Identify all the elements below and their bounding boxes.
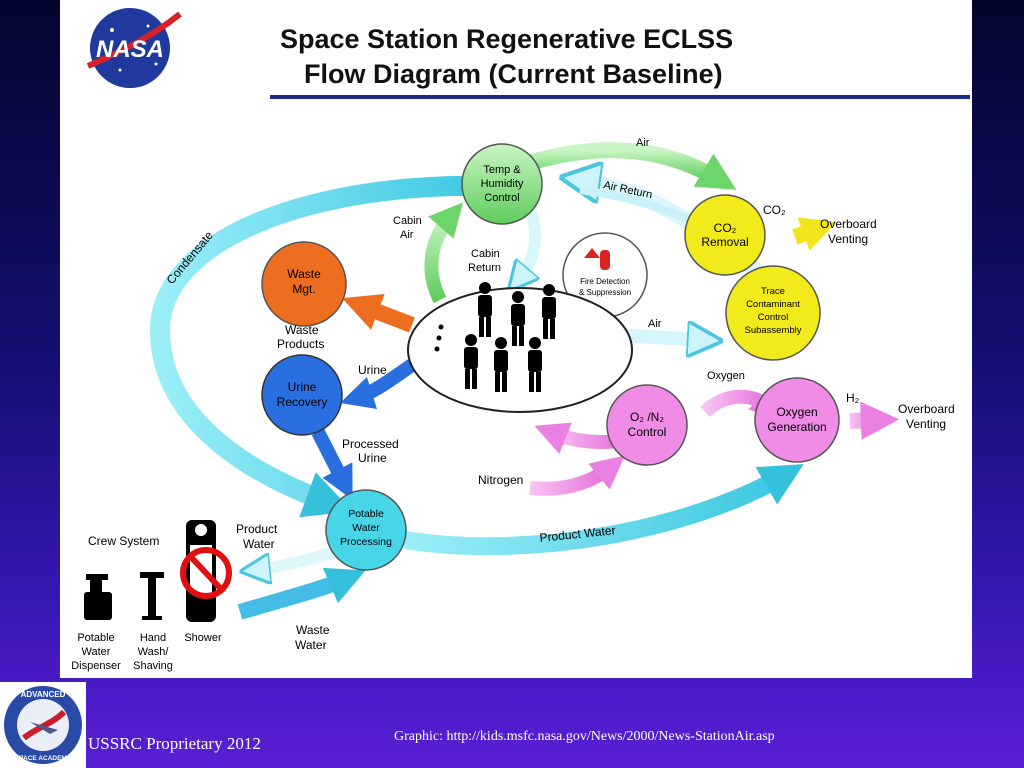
temp-humidity-control-node: Temp & Humidity Control <box>461 143 543 225</box>
label-overboard-venting-1a: Overboard <box>820 217 877 231</box>
label-dispenser-a: Potable <box>77 632 114 644</box>
svg-text:Mgt.: Mgt. <box>292 282 315 296</box>
svg-text:Waste: Waste <box>287 267 321 281</box>
svg-text:Contaminant: Contaminant <box>746 299 800 310</box>
label-processed-urine-b: Urine <box>358 451 387 465</box>
label-dispenser-c: Dispenser <box>71 660 121 672</box>
crew-cabin <box>407 282 633 413</box>
svg-text:Generation: Generation <box>767 420 826 434</box>
label-air-mid: Air <box>648 318 662 330</box>
svg-text:Fire Detection: Fire Detection <box>580 277 630 286</box>
label-waste-water-a: Waste <box>296 623 330 637</box>
svg-text:CO₂: CO₂ <box>714 221 737 235</box>
crew-figure <box>528 337 542 392</box>
potable-water-dispenser-icon <box>84 574 112 620</box>
label-cabin-return-a: Cabin <box>471 248 500 260</box>
svg-text:Control: Control <box>484 192 519 204</box>
label-h2: H₂ <box>846 391 860 405</box>
processed-urine-arrow <box>311 428 353 500</box>
svg-text:& Suppression: & Suppression <box>579 288 631 297</box>
label-crew-system: Crew System <box>88 534 159 548</box>
label-hand-wash-c: Shaving <box>133 660 173 672</box>
urine-recovery-node: Urine Recovery <box>261 354 343 436</box>
cabin-return-arrow <box>518 207 542 280</box>
svg-text:Urine: Urine <box>288 380 317 394</box>
urine-arrow <box>339 359 416 409</box>
label-dispenser-b: Water <box>82 646 111 658</box>
crew-figure <box>478 282 492 337</box>
svg-text:Subassembly: Subassembly <box>744 325 801 336</box>
waste-mgt-node: Waste Mgt. <box>261 241 347 327</box>
h2-arrow <box>849 401 900 440</box>
crew-figure <box>464 334 478 389</box>
fire-detection-node: Fire Detection & Suppression <box>562 232 648 318</box>
svg-text:ADVANCED: ADVANCED <box>21 690 66 699</box>
svg-text:SPACE ACADEMY: SPACE ACADEMY <box>15 755 72 762</box>
diagram-title-line2: Flow Diagram (Current Baseline) <box>304 59 723 89</box>
label-cabin-return-b: Return <box>468 262 501 274</box>
footer-proprietary-text: USSRC Proprietary 2012 <box>88 734 261 753</box>
potable-water-processing-node: Potable Water Processing <box>325 489 407 571</box>
svg-text:Oxygen: Oxygen <box>776 405 817 419</box>
o2-n2-control-node: O₂ /N₂ Control <box>606 384 688 466</box>
condensate-arrow <box>149 175 491 518</box>
footer-graphic-credit: Graphic: http://kids.msfc.nasa.gov/News/… <box>394 729 775 744</box>
svg-text:NASA: NASA <box>96 36 164 63</box>
product-water-arrow <box>403 464 804 556</box>
co2-arrow <box>792 217 837 251</box>
oxygen-generation-node: Oxygen Generation <box>754 377 840 463</box>
waste-water-arrow <box>237 567 366 620</box>
svg-text:Removal: Removal <box>701 235 748 249</box>
slide-panel: NASA Space Station Regenerative ECLSS Fl… <box>60 0 972 678</box>
label-nitrogen: Nitrogen <box>478 473 523 487</box>
label-waste-products-b: Products <box>277 337 324 351</box>
svg-text:Water: Water <box>352 522 380 534</box>
svg-text:Control: Control <box>628 425 667 439</box>
prohibited-icon <box>180 547 232 599</box>
svg-text:Processing: Processing <box>340 536 392 548</box>
svg-text:O₂ /N₂: O₂ /N₂ <box>630 410 664 424</box>
air-return-arrow-2 <box>579 186 702 229</box>
title-rule <box>270 95 970 99</box>
nasa-logo: NASA <box>86 8 182 88</box>
label-air-top: Air <box>636 137 650 149</box>
waste-products-arrow <box>342 293 415 333</box>
label-overboard-venting-2a: Overboard <box>898 402 955 416</box>
svg-text:Potable: Potable <box>348 508 384 520</box>
svg-text:Control: Control <box>758 312 789 323</box>
label-urine: Urine <box>358 363 387 377</box>
label-overboard-venting-2b: Venting <box>906 417 946 431</box>
svg-text:Temp &: Temp & <box>483 164 521 176</box>
label-shower: Shower <box>184 632 222 644</box>
label-waste-products-a: Waste <box>285 323 319 337</box>
crew-figure <box>494 337 508 392</box>
air-top-arrow <box>529 142 737 190</box>
label-co2: CO₂ <box>763 203 786 217</box>
label-hand-wash-b: Wash/ <box>138 646 170 658</box>
label-oxygen: Oxygen <box>707 370 745 382</box>
hand-wash-icon <box>140 572 164 620</box>
crew-figure <box>542 284 556 339</box>
label-hand-wash-a: Hand <box>140 632 166 644</box>
eclss-flow-diagram: NASA Space Station Regenerative ECLSS Fl… <box>71 8 970 672</box>
co2-removal-node: CO₂ Removal <box>684 194 766 276</box>
label-overboard-venting-1b: Venting <box>828 232 868 246</box>
crew-figure <box>511 291 525 346</box>
label-cabin-air-a: Cabin <box>393 215 422 227</box>
product-water-left-arrow <box>255 546 337 570</box>
svg-text:Trace: Trace <box>761 286 785 297</box>
label-cabin-air-b: Air <box>400 229 414 241</box>
diagram-title-line1: Space Station Regenerative ECLSS <box>280 24 733 54</box>
svg-text:Humidity: Humidity <box>481 178 524 190</box>
label-processed-urine-a: Processed <box>342 437 399 451</box>
space-academy-logo: ADVANCED SPACE ACADEMY <box>0 682 86 768</box>
label-waste-water-b: Water <box>295 638 327 652</box>
nitrogen-arrow <box>529 455 625 496</box>
label-product-water-left-b: Water <box>243 537 275 551</box>
trace-contaminant-node: Trace Contaminant Control Subassembly <box>725 265 821 361</box>
svg-text:Recovery: Recovery <box>277 395 328 409</box>
label-product-water-left-a: Product <box>236 522 278 536</box>
cabin-air-arrow <box>424 202 464 304</box>
